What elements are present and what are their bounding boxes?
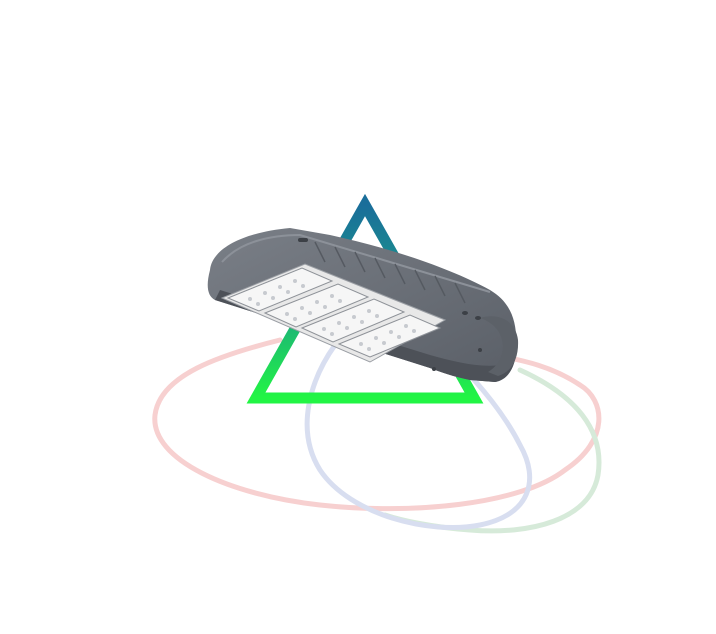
mounting-hole <box>478 348 482 352</box>
led-dots <box>248 279 416 351</box>
mounting-screw <box>462 311 468 315</box>
led-module <box>226 267 334 312</box>
blue-loop <box>304 342 533 530</box>
led-module <box>263 283 370 328</box>
fixture-fins <box>314 241 466 304</box>
led-module <box>337 314 442 358</box>
mounting-hole <box>432 367 436 371</box>
led-street-light <box>207 228 519 382</box>
red-loop <box>152 337 602 512</box>
mounting-end <box>480 316 519 376</box>
fixture-top-edge <box>221 233 491 293</box>
led-modules <box>226 267 442 358</box>
top-slot <box>298 238 308 242</box>
led-module <box>300 298 406 343</box>
mounting-screw <box>475 316 481 320</box>
